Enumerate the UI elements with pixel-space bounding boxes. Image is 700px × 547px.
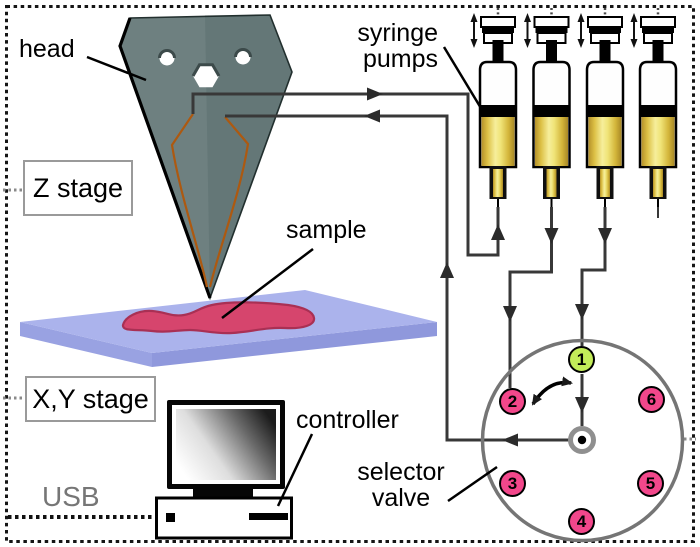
xy-stage-label: X,Y stage: [32, 383, 149, 414]
head-pointer-line: [86, 55, 147, 82]
usb-label: USB: [42, 481, 100, 512]
flow-arrow-down-icon: [575, 304, 589, 320]
flow-arrow-right-icon: [367, 87, 383, 101]
valve-port-1: 1: [568, 346, 595, 373]
valve-port-4: 4: [568, 508, 595, 535]
xy-stage-label-box: X,Y stage: [25, 376, 156, 422]
flow-arrow-left-icon: [502, 433, 518, 447]
head-channel-right: [208, 116, 250, 288]
head-hole-hex: [193, 64, 219, 88]
tube-syringe2-to-port2: [508, 207, 553, 388]
flow-arrow-up-icon: [440, 262, 454, 278]
z-stage-label: Z stage: [32, 172, 124, 203]
flow-arrow-down-icon: [575, 397, 589, 413]
sample-blob: [121, 301, 316, 335]
flow-arrow-down-icon: [598, 228, 612, 244]
head-hole-left: [159, 50, 175, 66]
selector-valve-label-line2: valve: [371, 484, 431, 512]
flow-arrow-left-icon: [364, 109, 380, 123]
z-stage-label-box: Z stage: [23, 160, 133, 216]
controller-pointer-line: [276, 433, 314, 507]
controller-label: controller: [296, 406, 399, 434]
flow-arrow-up-icon: [491, 224, 505, 240]
flow-arrow-down-icon: [544, 228, 559, 244]
rotation-arrow-icon: [531, 376, 573, 406]
syringe-pump-4: [629, 6, 678, 209]
flow-arrow-down-icon: [503, 306, 517, 322]
controller-dashed-frame: [5, 5, 695, 543]
syringe-pump-1: [469, 6, 518, 209]
sample-label: sample: [286, 216, 367, 244]
tube-head-to-syringe1: [191, 92, 500, 257]
power-button-icon: [166, 513, 175, 522]
selector-valve-pointer-line: [447, 465, 498, 503]
head-hole-right: [235, 49, 251, 65]
flow-arrows: [364, 87, 612, 447]
syringe-pumps-label: syringe pumps: [330, 20, 438, 72]
sample-pointer-line: [221, 248, 314, 319]
valve-port-3: 3: [499, 470, 526, 497]
valve-port-6: 6: [638, 386, 665, 413]
monitor-screen: [176, 409, 276, 480]
syringe-pumps-label-line1: syringe: [357, 19, 438, 47]
head-label: head: [19, 35, 75, 63]
controller-computer: [155, 400, 293, 540]
selector-valve-circle: [480, 338, 685, 543]
head-channel-left: [170, 113, 209, 288]
valve-center-dot: [577, 435, 587, 445]
syringe-pumps-label-line2: pumps: [362, 45, 438, 73]
selector-valve-label: selector valve: [343, 459, 459, 511]
print-head-shape: [118, 14, 293, 301]
syringe-pump-2: [522, 6, 571, 209]
selector-valve-label-line1: selector: [357, 458, 445, 486]
tube-valve-to-head: [225, 114, 582, 442]
tube-syringe3-to-port1: [580, 207, 607, 346]
disk-drive-slot: [249, 513, 288, 520]
syringe-pump-3: [576, 6, 625, 209]
valve-port-5: 5: [637, 470, 664, 497]
monitor-stand: [193, 489, 253, 497]
valve-port-2: 2: [499, 388, 526, 415]
